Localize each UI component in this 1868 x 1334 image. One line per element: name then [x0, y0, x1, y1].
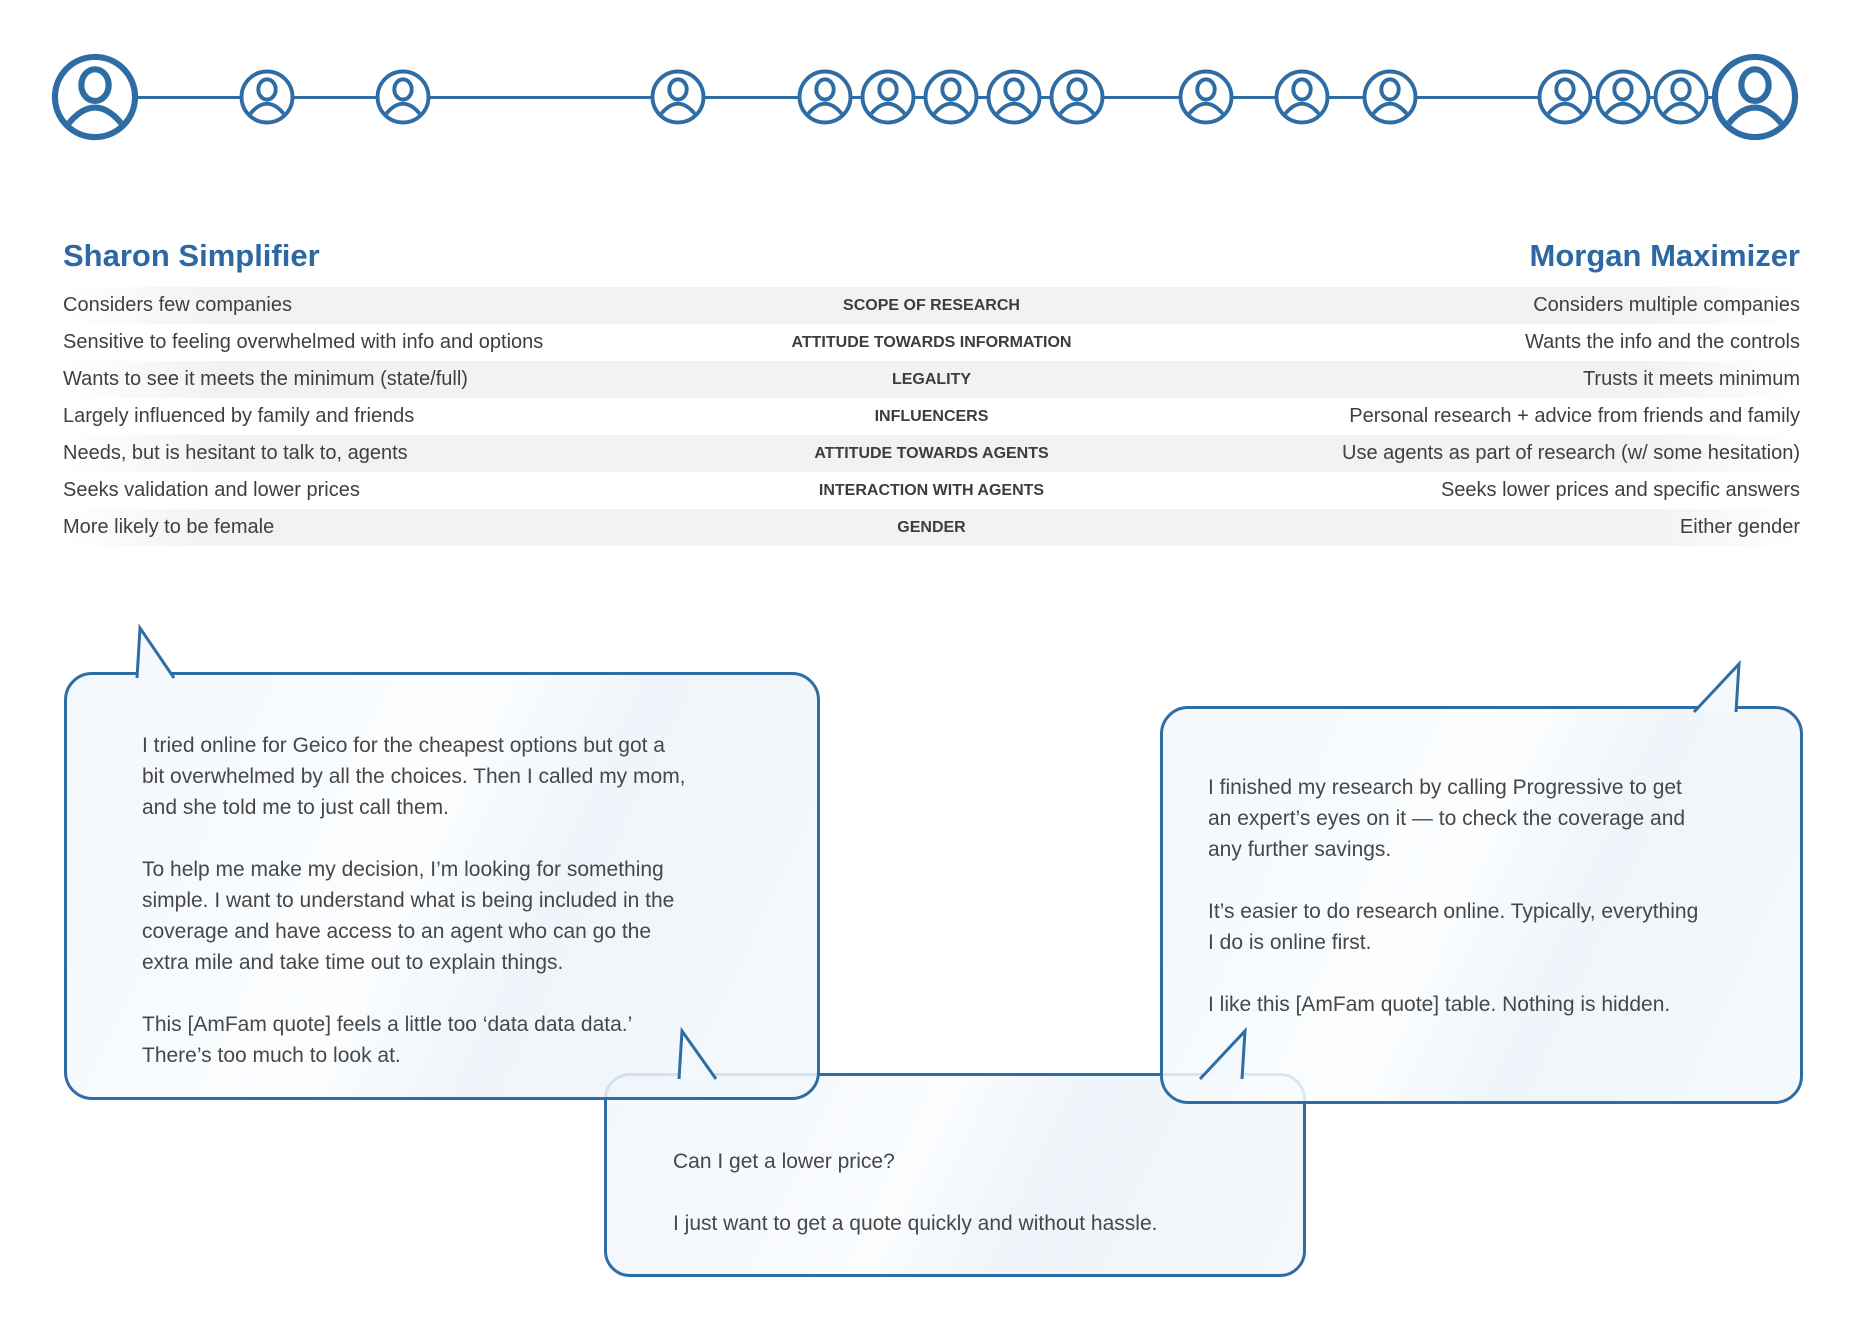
row-category-label: ATTITUDE TOWARDS INFORMATION — [791, 333, 1072, 351]
table-row: More likely to be female GENDER Either g… — [63, 509, 1800, 546]
quote-bubble-shared: Can I get a lower price? I just want to … — [604, 1073, 1306, 1277]
bubble-tail-morgan — [1692, 659, 1741, 714]
row-left-value: Sensitive to feeling overwhelmed with in… — [63, 331, 544, 353]
persona-name-left: Sharon Simplifier — [63, 238, 320, 273]
bubble-tail-sharon — [135, 623, 176, 679]
row-category-label: SCOPE OF RESEARCH — [843, 296, 1020, 314]
table-row: Largely influenced by family and friends… — [63, 398, 1800, 435]
persona-avatar-icon — [1595, 69, 1651, 125]
persona-avatar-icon — [1178, 69, 1234, 125]
persona-avatar-icon — [1537, 69, 1593, 125]
row-left-value: Considers few companies — [63, 294, 292, 316]
quote-text-morgan: I finished my research by calling Progre… — [1208, 776, 1699, 1016]
persona-avatar-icon — [1653, 69, 1709, 125]
row-category-label: LEGALITY — [891, 370, 972, 388]
persona-avatar-icon — [239, 69, 295, 125]
persona-avatar-icon — [1274, 69, 1330, 125]
persona-avatar-icon — [860, 69, 916, 125]
persona-avatar-icon — [1711, 53, 1799, 141]
quote-bubble-sharon: I tried online for Geico for the cheapes… — [64, 672, 820, 1100]
persona-avatar-icon — [1049, 69, 1105, 125]
row-category-label: INFLUENCERS — [874, 407, 989, 425]
persona-avatar-icon — [51, 53, 139, 141]
row-right-value: Wants the info and the controls — [1525, 331, 1800, 353]
comparison-table: Considers few companies SCOPE OF RESEARC… — [63, 287, 1800, 546]
table-row: Wants to see it meets the minimum (state… — [63, 361, 1800, 398]
table-row: Sensitive to feeling overwhelmed with in… — [63, 324, 1800, 361]
table-row: Needs, but is hesitant to talk to, agent… — [63, 435, 1800, 472]
row-left-value: Seeks validation and lower prices — [63, 479, 360, 501]
row-left-value: Wants to see it meets the minimum (state… — [63, 368, 468, 390]
quote-bubble-morgan: I finished my research by calling Progre… — [1160, 706, 1803, 1104]
row-right-value: Trusts it meets minimum — [1582, 368, 1800, 390]
persona-avatar-icon — [650, 69, 706, 125]
row-category-label: INTERACTION WITH AGENTS — [818, 481, 1045, 499]
row-right-value: Considers multiple companies — [1533, 294, 1800, 316]
row-right-value: Personal research + advice from friends … — [1349, 405, 1800, 427]
persona-avatar-icon — [797, 69, 853, 125]
persona-avatar-icon — [1362, 69, 1418, 125]
row-right-value: Use agents as part of research (w/ some … — [1342, 442, 1800, 464]
table-row: Considers few companies SCOPE OF RESEARC… — [63, 287, 1800, 324]
quote-text-shared: Can I get a lower price? I just want to … — [673, 1150, 1158, 1235]
persona-name-right: Morgan Maximizer — [1529, 238, 1800, 273]
row-category-label: GENDER — [897, 518, 966, 536]
row-right-value: Seeks lower prices and specific answers — [1440, 479, 1800, 501]
persona-avatar-icon — [375, 69, 431, 125]
quote-text-sharon: I tried online for Geico for the cheapes… — [142, 734, 686, 1067]
row-category-label: ATTITUDE TOWARDS AGENTS — [814, 444, 1049, 462]
row-left-value: More likely to be female — [63, 516, 275, 538]
row-right-value: Either gender — [1679, 516, 1800, 538]
row-left-value: Largely influenced by family and friends — [63, 405, 415, 427]
table-row: Seeks validation and lower prices INTERA… — [63, 472, 1800, 509]
persona-avatar-icon — [986, 69, 1042, 125]
persona-avatar-icon — [923, 69, 979, 125]
row-left-value: Needs, but is hesitant to talk to, agent… — [63, 442, 408, 464]
